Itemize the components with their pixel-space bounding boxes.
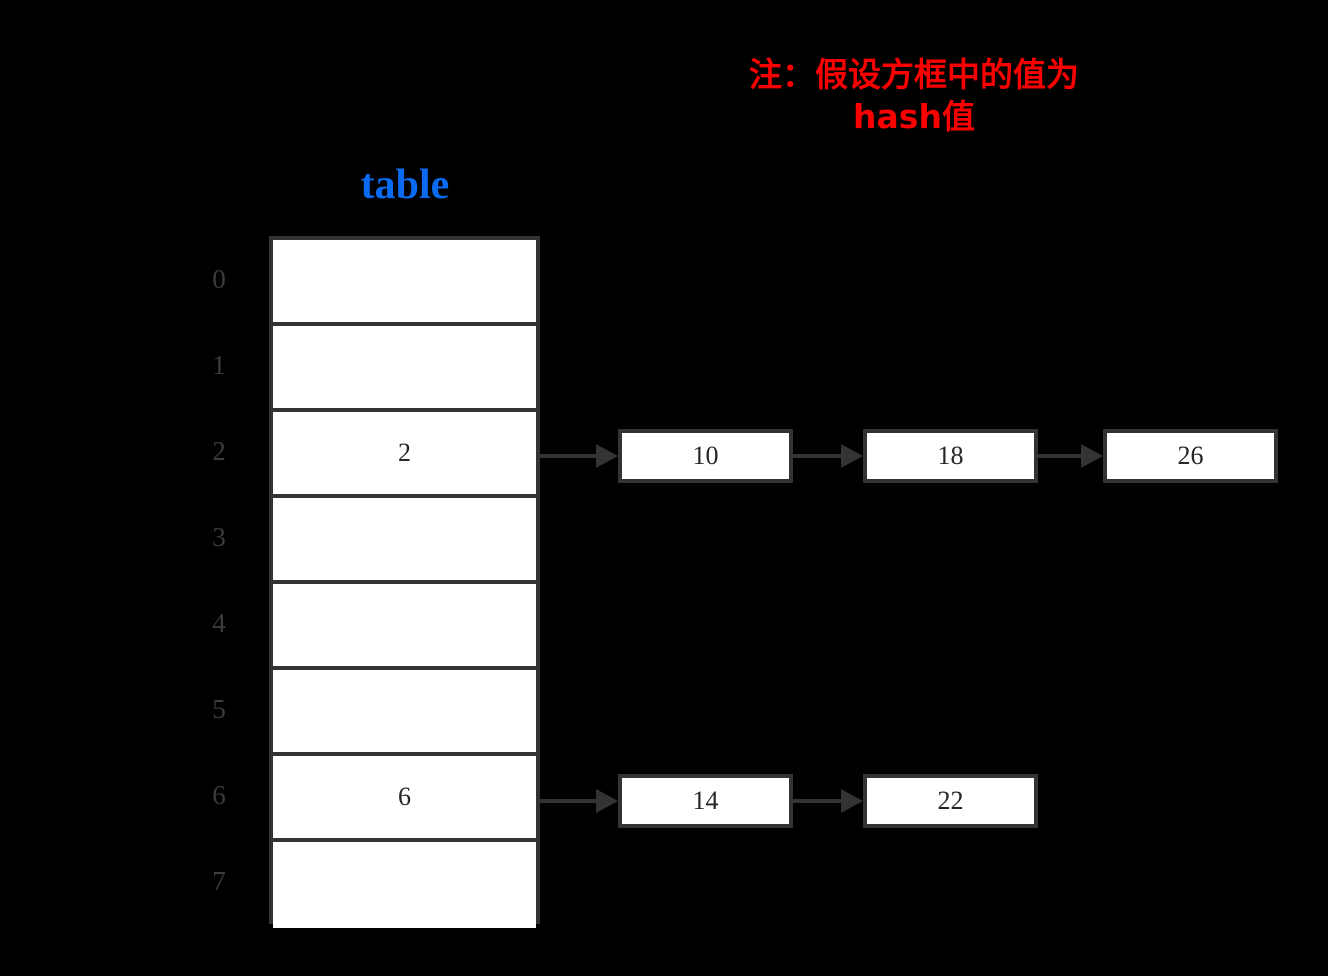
bucket-row-3 xyxy=(273,498,536,584)
arrow-node-10-to-node-18 xyxy=(793,444,863,468)
bucket-index-2: 2 xyxy=(212,435,226,466)
hash-note-text: 注：假设方框中的值为 hash值 xyxy=(749,55,1079,137)
bucket-value-6: 6 xyxy=(398,782,411,811)
chain-node-26: 26 xyxy=(1103,429,1278,483)
chain-node-10: 10 xyxy=(618,429,793,483)
bucket-index-0: 0 xyxy=(212,263,226,294)
arrow-bucket2-to-node-10 xyxy=(540,444,618,468)
bucket-row-1 xyxy=(273,326,536,412)
chain-node-18: 18 xyxy=(863,429,1038,483)
bucket-index-3: 3 xyxy=(212,521,226,552)
bucket-index-4: 4 xyxy=(212,607,226,638)
bucket-index-7: 7 xyxy=(212,865,226,896)
arrow-node-18-to-node-26 xyxy=(1038,444,1103,468)
bucket-index-5: 5 xyxy=(212,693,226,724)
bucket-row-2: 2 xyxy=(273,412,536,498)
chain-node-22: 22 xyxy=(863,774,1038,828)
arrow-bucket6-to-node-14 xyxy=(540,789,618,813)
bucket-row-5 xyxy=(273,670,536,756)
bucket-index-1: 1 xyxy=(212,349,226,380)
bucket-row-0 xyxy=(273,240,536,326)
table-caption-label: table xyxy=(360,162,450,208)
chain-node-14: 14 xyxy=(618,774,793,828)
bucket-row-6: 6 xyxy=(273,756,536,842)
bucket-row-4 xyxy=(273,584,536,670)
arrow-node-14-to-node-22 xyxy=(793,789,863,813)
bucket-value-2: 2 xyxy=(398,438,411,467)
bucket-array: 2 6 xyxy=(269,236,540,928)
bucket-index-6: 6 xyxy=(212,779,226,810)
bucket-row-7 xyxy=(273,842,536,928)
bucket-index-column: 0 1 2 3 4 5 6 7 xyxy=(180,236,258,924)
